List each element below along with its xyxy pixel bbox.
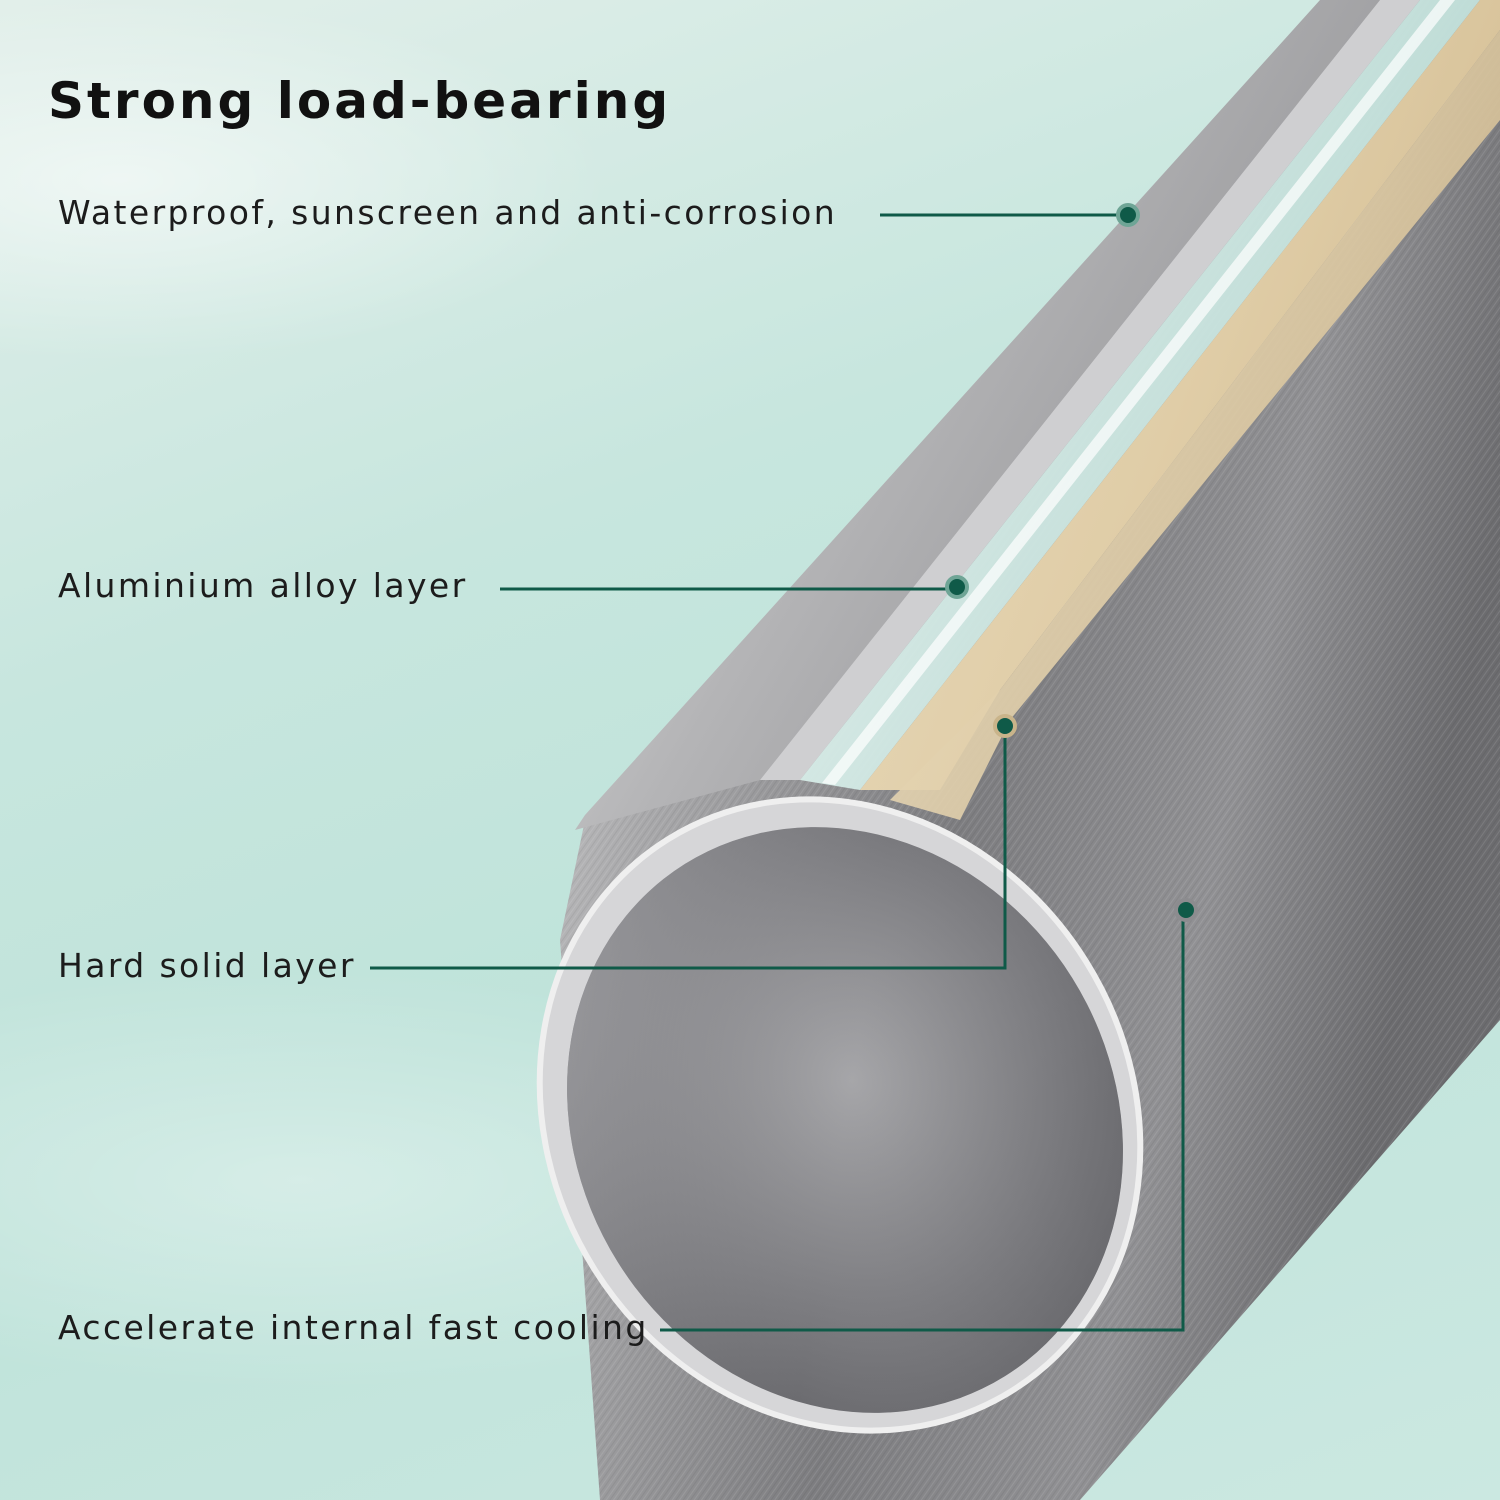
hard-solid-layer-strip — [860, 0, 1500, 790]
tube-interior-shade — [567, 827, 1123, 1413]
callout-dots — [945, 203, 1198, 922]
leader-lines — [370, 213, 1185, 1332]
callout-dot-aluminium — [945, 575, 969, 599]
outer-shell-edge — [760, 0, 1420, 780]
callout-label-waterproof: Waterproof, sunscreen and anti-corrosion — [58, 193, 838, 232]
headline: Strong load-bearing — [48, 72, 672, 130]
foam-layer-wide — [890, 30, 1500, 820]
callout-label-cooling: Accelerate internal fast cooling — [58, 1308, 649, 1347]
callout-label-hard-solid: Hard solid layer — [58, 946, 356, 985]
leader-line-cooling — [660, 912, 1185, 1332]
leader-line-hard-solid — [370, 726, 1007, 970]
callout-dot-cooling — [1174, 898, 1198, 922]
callout-label-aluminium: Aluminium alloy layer — [58, 566, 468, 605]
aluminium-layer-highlight — [822, 0, 1455, 785]
callout-dot-waterproof — [1116, 203, 1140, 227]
outer-shell-layer — [575, 0, 1380, 830]
callout-dot-hard-solid — [993, 714, 1017, 738]
